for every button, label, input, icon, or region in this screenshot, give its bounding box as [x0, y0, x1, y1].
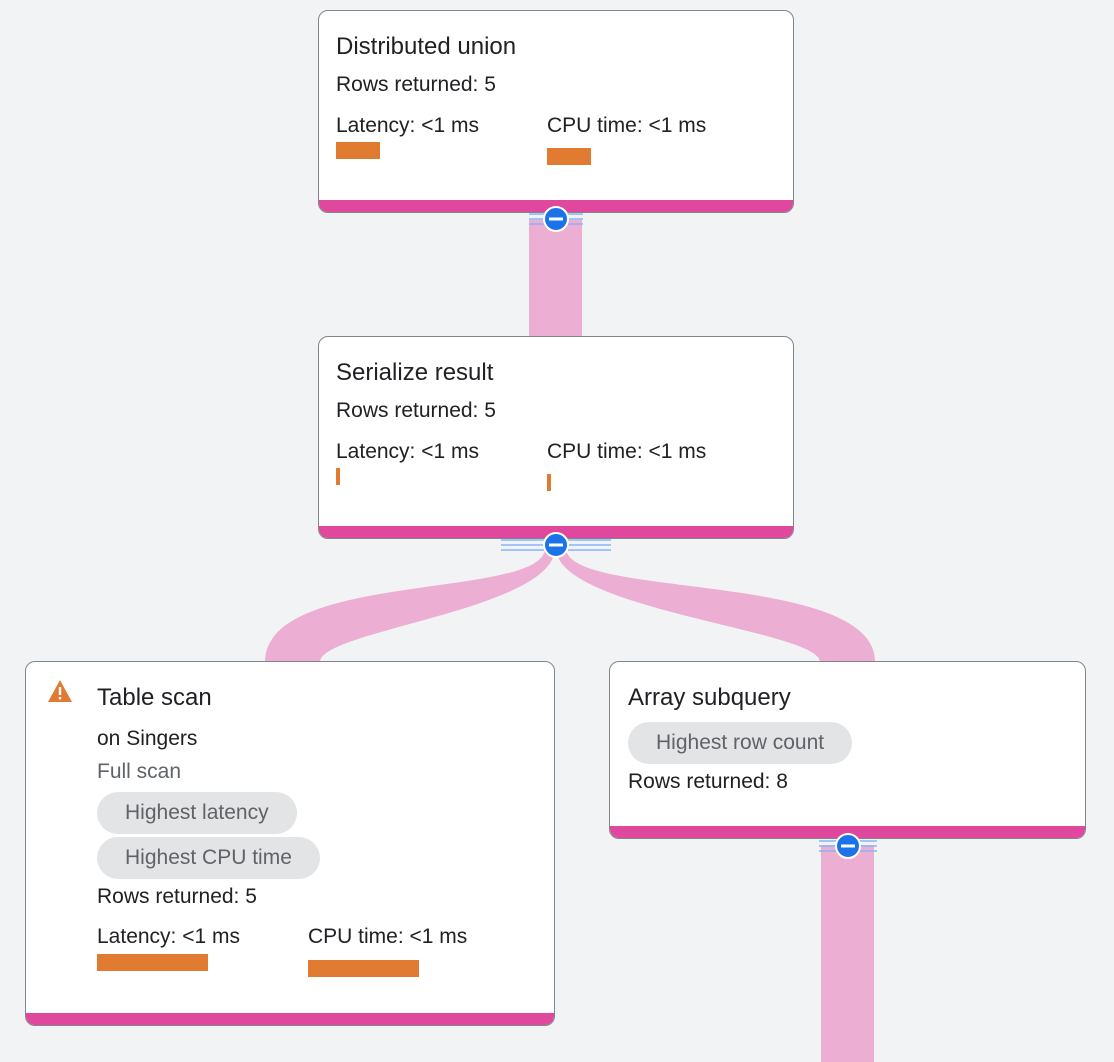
rows-returned: Rows returned: 5 — [336, 73, 496, 96]
connector-array-subquery-down — [821, 845, 874, 1062]
latency-bar — [336, 142, 380, 159]
node-title: Table scan — [97, 684, 212, 711]
scan-type: Full scan — [97, 760, 182, 783]
latency-bar — [336, 468, 340, 485]
connector-union-to-serialize — [529, 220, 582, 338]
node-serialize-result[interactable]: Serialize result Rows returned: 5 Latenc… — [318, 336, 794, 539]
chip-highest-row-count: Highest row count — [628, 722, 853, 764]
rows-returned: Rows returned: 8 — [628, 770, 788, 793]
node-bottom-strip — [610, 826, 1085, 838]
node-title: Array subquery — [628, 684, 791, 711]
collapse-button-serialize-result[interactable] — [501, 531, 611, 559]
connector-serialize-to-table-scan — [265, 548, 555, 662]
table-name: on Singers — [97, 727, 198, 750]
node-distributed-union[interactable]: Distributed union Rows returned: 5 Laten… — [318, 10, 794, 213]
node-title: Distributed union — [336, 33, 517, 60]
collapse-button-array-subquery[interactable] — [803, 832, 893, 860]
cpu-time-label: CPU time: <1 ms — [547, 114, 707, 137]
rows-returned: Rows returned: 5 — [336, 399, 496, 422]
node-array-subquery[interactable]: Array subquery Highest row count Rows re… — [609, 661, 1086, 839]
cpu-time-bar — [547, 474, 551, 491]
rows-returned: Rows returned: 5 — [97, 885, 257, 908]
node-bottom-strip — [26, 1013, 554, 1025]
chip-highest-latency: Highest latency — [97, 792, 297, 834]
cpu-time-bar — [547, 148, 591, 165]
node-title: Serialize result — [336, 359, 494, 386]
latency-label: Latency: <1 ms — [97, 925, 240, 948]
latency-label: Latency: <1 ms — [336, 114, 479, 137]
cpu-time-label: CPU time: <1 ms — [547, 440, 707, 463]
latency-bar — [97, 954, 208, 971]
cpu-time-bar — [308, 960, 419, 977]
chip-highest-cpu-time: Highest CPU time — [97, 837, 320, 879]
warning-icon — [48, 680, 72, 702]
latency-label: Latency: <1 ms — [336, 440, 479, 463]
connector-serialize-to-array-subquery — [556, 548, 875, 662]
node-table-scan[interactable]: Table scan on Singers Full scan Highest … — [25, 661, 555, 1026]
collapse-button-distributed-union[interactable] — [511, 205, 601, 233]
cpu-time-label: CPU time: <1 ms — [308, 925, 468, 948]
